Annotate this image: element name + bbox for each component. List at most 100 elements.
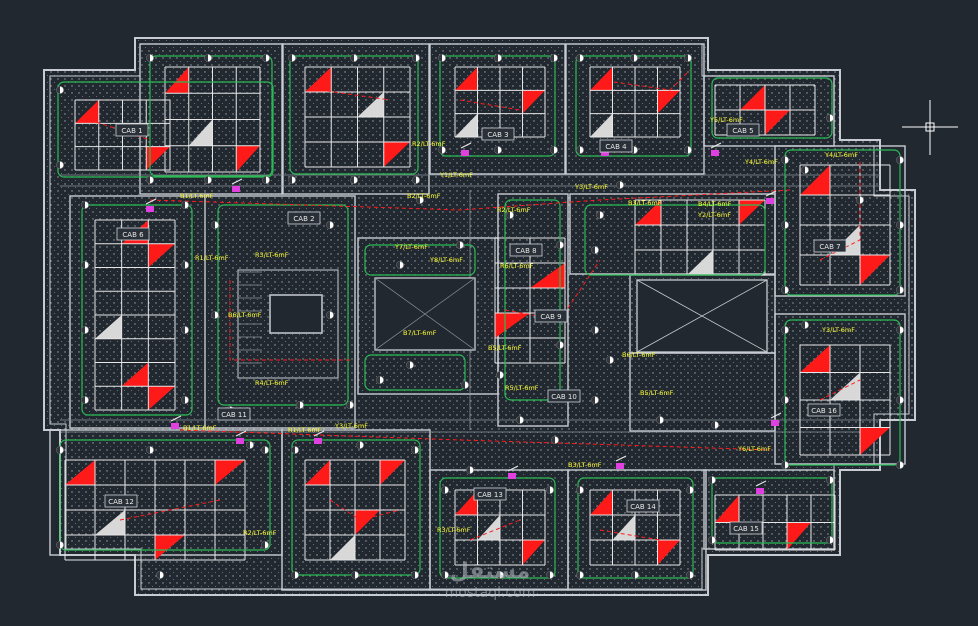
downlight	[291, 571, 299, 579]
downlight	[546, 571, 554, 579]
room-tag: CAB 4	[599, 139, 633, 153]
light-fixture-mark	[590, 113, 613, 137]
downlight-shade	[56, 446, 60, 454]
room-tag-text: CAB 9	[540, 313, 561, 321]
downlight-shade	[506, 211, 510, 219]
room-tag-text: CAB 2	[293, 215, 314, 223]
room-tag-box	[287, 211, 321, 225]
room-tag-box	[217, 407, 251, 421]
downlight-shade	[156, 571, 160, 579]
home-run	[819, 379, 861, 401]
downlight-shade	[781, 461, 785, 469]
switch-lever	[755, 480, 767, 487]
downlight	[181, 326, 189, 334]
light-fixture-mark	[380, 460, 405, 485]
downlight-shade	[591, 246, 595, 254]
light-fixture-mark	[455, 490, 478, 515]
downlight-shade	[412, 176, 416, 184]
circuit-label: R1/LT-6mF	[288, 426, 322, 434]
downlight-shade	[656, 416, 660, 424]
home-run	[459, 99, 521, 111]
downlight-shade	[801, 166, 805, 174]
downlight-shade	[456, 241, 460, 249]
downlight-shade	[826, 536, 830, 544]
room-tag-box	[807, 403, 841, 417]
ceiling-grid	[94, 219, 176, 411]
crosshair-cursor[interactable]	[902, 100, 958, 155]
downlight-shade	[441, 571, 445, 579]
downlight-shade	[686, 486, 690, 494]
downlight	[466, 466, 474, 474]
light-fixture-mark	[715, 495, 739, 523]
downlight	[496, 571, 504, 579]
circuit-label: Y1/LT-6mF	[439, 171, 473, 179]
switch-body	[601, 150, 609, 156]
ceiling-grid	[164, 66, 261, 173]
circuit-label: B3/LT-6mF	[568, 461, 602, 469]
downlight	[826, 536, 834, 544]
downlight	[416, 196, 424, 204]
room-tag-box	[726, 123, 760, 137]
room-wall	[429, 43, 566, 175]
circuit-label: Y3/LT-6mF	[821, 326, 855, 334]
downlight-shade	[211, 221, 215, 229]
downlight	[494, 146, 502, 154]
downlight	[326, 311, 334, 319]
room-tag: CAB 9	[534, 309, 568, 323]
home-run	[599, 69, 691, 91]
downlight-shade	[494, 146, 498, 154]
switch-body	[171, 423, 179, 429]
downlight	[550, 54, 558, 62]
switch-body	[232, 186, 240, 192]
circuit-label: R1/LT-6mF	[195, 254, 229, 262]
circuit-label: B2/LT-6mF	[407, 192, 441, 200]
downlight	[684, 54, 692, 62]
downlight-shade	[686, 571, 690, 579]
home-run	[229, 280, 350, 361]
downlight-shade	[351, 571, 355, 579]
downlight	[246, 441, 254, 449]
light-fixture-mark	[635, 200, 661, 225]
circuit-loop	[59, 439, 271, 551]
light-fixture-mark	[612, 515, 635, 540]
circuit-label: R6/LT-6mF	[500, 262, 534, 270]
light-fixture-mark	[590, 490, 613, 515]
downlight	[506, 211, 514, 219]
downlight	[576, 486, 584, 494]
downlight-shade	[576, 54, 580, 62]
downlight-shade	[591, 396, 595, 404]
downlight-shade	[896, 221, 900, 229]
downlight-shade	[262, 54, 266, 62]
downlight	[438, 146, 446, 154]
room-tag-text: CAB 16	[811, 407, 837, 415]
circuit-loop	[217, 204, 349, 406]
switch-body	[146, 206, 154, 212]
circuit-label: B1/LT-6mF	[180, 192, 214, 200]
downlight	[412, 54, 420, 62]
downlight-shade	[896, 156, 900, 164]
switch-lever	[235, 430, 247, 437]
circuit-label: R3/LT-6mF	[255, 251, 289, 259]
switch-marker	[170, 415, 182, 429]
downlight	[296, 401, 304, 409]
home-run	[149, 189, 791, 211]
light-fixture-mark	[455, 113, 478, 137]
downlight	[412, 176, 420, 184]
room-wall	[281, 43, 430, 195]
downlight	[708, 536, 716, 544]
downlight	[441, 486, 449, 494]
downlight-shade	[781, 156, 785, 164]
room-tag-box	[509, 243, 543, 257]
downlight-shade	[441, 486, 445, 494]
downlight-shade	[406, 361, 410, 369]
light-fixture-mark	[305, 67, 332, 92]
room-wall	[567, 469, 707, 591]
downlight	[826, 476, 834, 484]
downlight-shade	[801, 321, 805, 329]
downlight	[156, 571, 164, 579]
downlight	[204, 54, 212, 62]
downlight	[684, 146, 692, 154]
circuit-label: B6/LT-6mF	[622, 351, 656, 359]
room-tag-box	[626, 499, 660, 513]
